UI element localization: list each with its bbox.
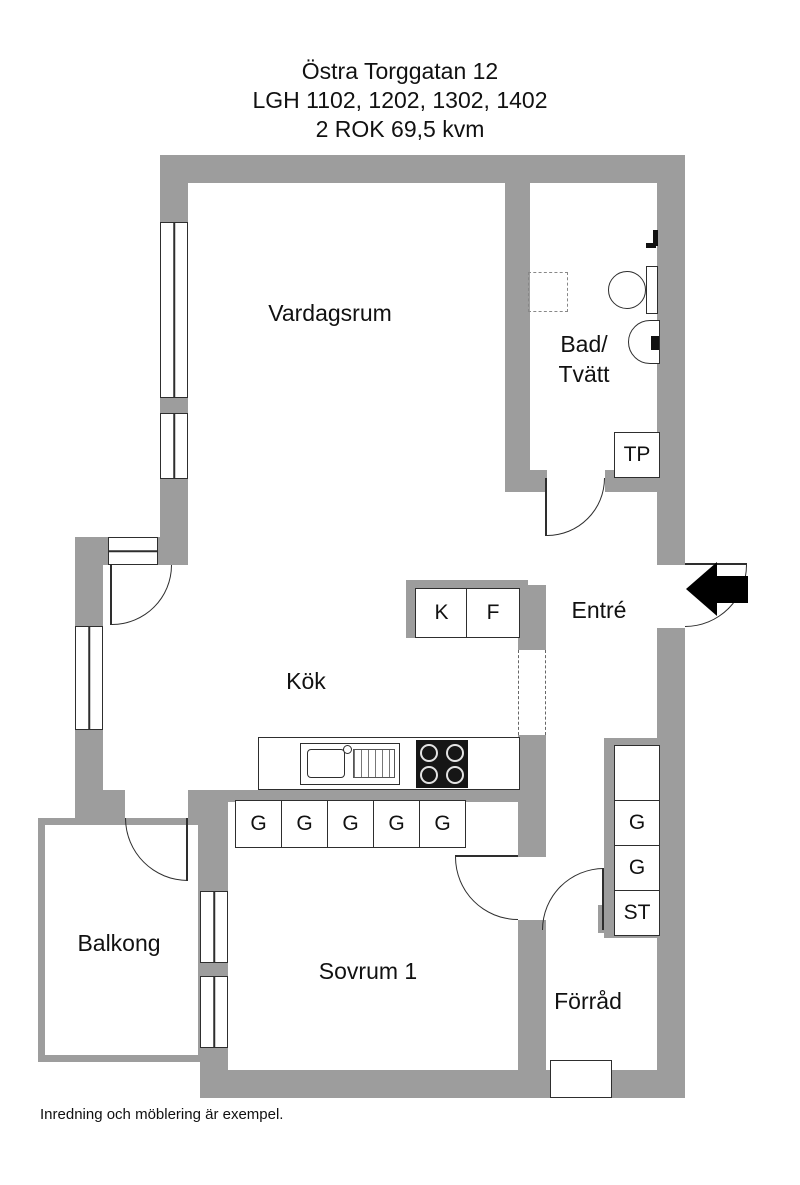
wall-fridge-nook-top: [406, 580, 528, 590]
wardrobe-box: G: [281, 800, 328, 848]
room-label-living: Vardagsrum: [268, 299, 392, 326]
window-glass-line: [173, 223, 175, 397]
wall-balcony-door-left-stub: [75, 790, 125, 818]
window-glass-line: [213, 977, 215, 1047]
burner-icon: [446, 744, 464, 762]
washing-machine-placeholder-icon: [528, 272, 568, 312]
window: [200, 976, 228, 1048]
wardrobe-label: G: [250, 812, 267, 835]
entrance-arrow-head: [686, 562, 717, 616]
fridge-label: K: [434, 601, 449, 624]
door-arc-living-kitchen: [112, 565, 172, 625]
faucet-body: [653, 230, 658, 246]
freezer-label: F: [486, 601, 500, 624]
wardrobe-box: G: [235, 800, 282, 848]
window-glass-line: [213, 892, 215, 962]
room-label-bath-line2: Tvätt: [558, 361, 610, 387]
toilet-icon: [608, 264, 660, 316]
wall-right-lower-exterior: [657, 628, 685, 1098]
bathroom-sink-icon: [628, 320, 660, 364]
dryer-tower-label: TP: [623, 443, 651, 466]
door-leaf-storage: [602, 868, 604, 930]
wall-hall-bedroom-lower: [518, 920, 546, 1098]
wardrobe-label: G: [628, 856, 646, 879]
wardrobe-box: G: [419, 800, 466, 848]
serving-hatch-opening: [518, 650, 546, 735]
freezer-box: F: [466, 588, 520, 638]
wall-fridge-nook-left: [406, 580, 416, 638]
wall-top-exterior: [160, 155, 685, 183]
door-leaf-bathroom: [545, 478, 547, 536]
window: [75, 626, 103, 730]
stove-icon: [416, 740, 468, 788]
wall-hall-kitchen-upper: [518, 585, 546, 650]
toilet-bowl: [608, 271, 646, 309]
plan-title-apartments: LGH 1102, 1202, 1302, 1402: [252, 87, 548, 113]
window: [160, 222, 188, 398]
wall-closet-column-top: [604, 738, 660, 745]
faucet-icon: [646, 230, 662, 254]
wardrobe-box: G: [614, 800, 660, 846]
room-label-bath: Bad/ Tvätt: [538, 328, 630, 390]
room-label-storage: Förråd: [554, 987, 622, 1014]
burner-icon: [420, 744, 438, 762]
toilet-tank: [646, 266, 658, 314]
wardrobe-label: G: [388, 812, 405, 835]
entrance-arrow-shaft: [715, 576, 748, 603]
wardrobe-label: G: [628, 811, 646, 834]
sink-tap: [651, 336, 659, 350]
door-arc-bedroom: [455, 857, 518, 920]
sink-drainboard: [353, 749, 395, 778]
wardrobe-label: G: [296, 812, 313, 835]
window: [160, 413, 188, 479]
plan-title: Östra Torggatan 12 LGH 1102, 1202, 1302,…: [0, 57, 800, 144]
bottom-wall-niche: [550, 1060, 612, 1098]
door-leaf-bedroom: [455, 855, 518, 857]
wall-hall-kitchen-mid: [518, 735, 546, 857]
room-label-bedroom: Sovrum 1: [318, 957, 418, 984]
room-label-bath-line1: Bad/: [560, 331, 608, 357]
door-arc-bathroom: [547, 478, 605, 536]
wardrobe-label: G: [434, 812, 451, 835]
burner-icon: [446, 766, 464, 784]
cleaning-closet-label: ST: [623, 901, 651, 924]
window-glass-line: [109, 550, 157, 552]
window-glass-line: [173, 414, 175, 478]
window-glass-line: [88, 627, 90, 729]
room-label-balcony: Balkong: [77, 929, 161, 956]
wardrobe-label: G: [342, 812, 359, 835]
sink-basin: [307, 749, 345, 778]
sink-faucet-icon: [343, 745, 352, 754]
door-leaf-balcony: [186, 818, 188, 881]
faucet-spout: [646, 243, 656, 248]
dryer-tower-box: TP: [614, 432, 660, 478]
wall-bedroom-top: [228, 790, 518, 802]
wall-closet-column-back: [604, 738, 614, 938]
cleaning-closet-box: ST: [614, 890, 660, 936]
window: [108, 537, 158, 565]
kitchen-sink-icon: [300, 743, 400, 785]
wall-right-upper-exterior: [657, 155, 685, 565]
burner-icon: [420, 766, 438, 784]
door-leaf-living-kitchen: [110, 565, 112, 625]
fridge-box: K: [415, 588, 468, 638]
footer-note: Inredning och möblering är exempel.: [40, 1106, 284, 1123]
plan-title-size: 2 ROK 69,5 kvm: [315, 116, 485, 142]
plan-title-address: Östra Torggatan 12: [301, 58, 499, 84]
door-arc-storage: [542, 868, 604, 930]
wall-balcony-door-right-stub: [188, 790, 228, 818]
window: [200, 891, 228, 963]
room-label-entry: Entré: [571, 596, 627, 623]
closet-box: [614, 745, 660, 801]
wall-bathroom-left: [505, 183, 530, 470]
wall-bathroom-bottom-left-stub: [505, 470, 547, 492]
wardrobe-box: G: [373, 800, 420, 848]
room-label-kitchen: Kök: [286, 667, 326, 694]
wardrobe-box: G: [614, 845, 660, 891]
wardrobe-box: G: [327, 800, 374, 848]
wall-bottom-exterior: [200, 1070, 685, 1098]
entrance-arrow-icon: [686, 562, 748, 616]
